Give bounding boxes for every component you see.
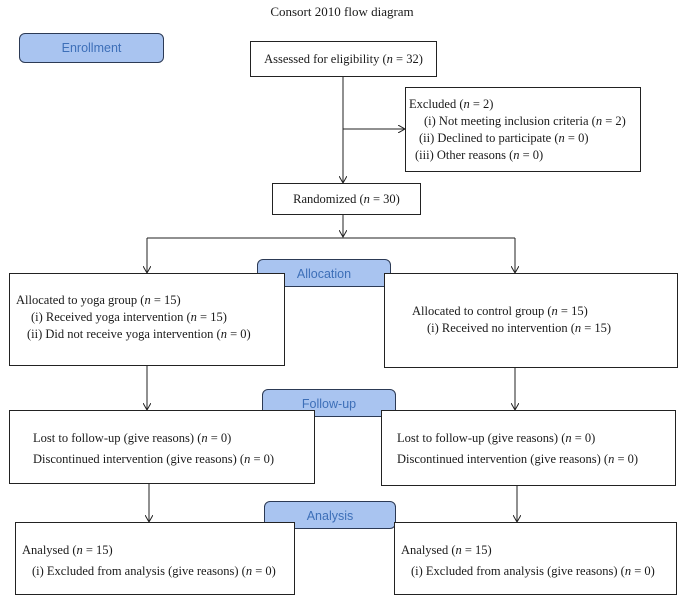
analysis-left-box: Analysed (n = 15) (i) Excluded from anal… [15, 522, 295, 595]
stage-followup: Follow-up [262, 389, 396, 417]
excluded-box: Excluded (n = 2) (i) Not meeting inclusi… [405, 87, 641, 172]
randomized-box: Randomized (n = 30) [272, 183, 421, 215]
yoga-allocation-box: Allocated to yoga group (n = 15) (i) Rec… [9, 273, 285, 366]
diagram-title: Consort 2010 flow diagram [270, 4, 414, 19]
followup-left-box: Lost to follow-up (give reasons) (n = 0)… [9, 410, 315, 484]
followup-right-box: Lost to follow-up (give reasons) (n = 0)… [381, 410, 676, 486]
assessed-box: Assessed for eligibility (n = 32) [250, 41, 437, 77]
control-allocation-box: Allocated to control group (n = 15) (i) … [384, 273, 678, 368]
excluded-heading: Excluded (n = 2) [409, 97, 494, 111]
analysis-right-box: Analysed (n = 15) (i) Excluded from anal… [394, 522, 677, 595]
stage-enrollment: Enrollment [19, 33, 164, 63]
